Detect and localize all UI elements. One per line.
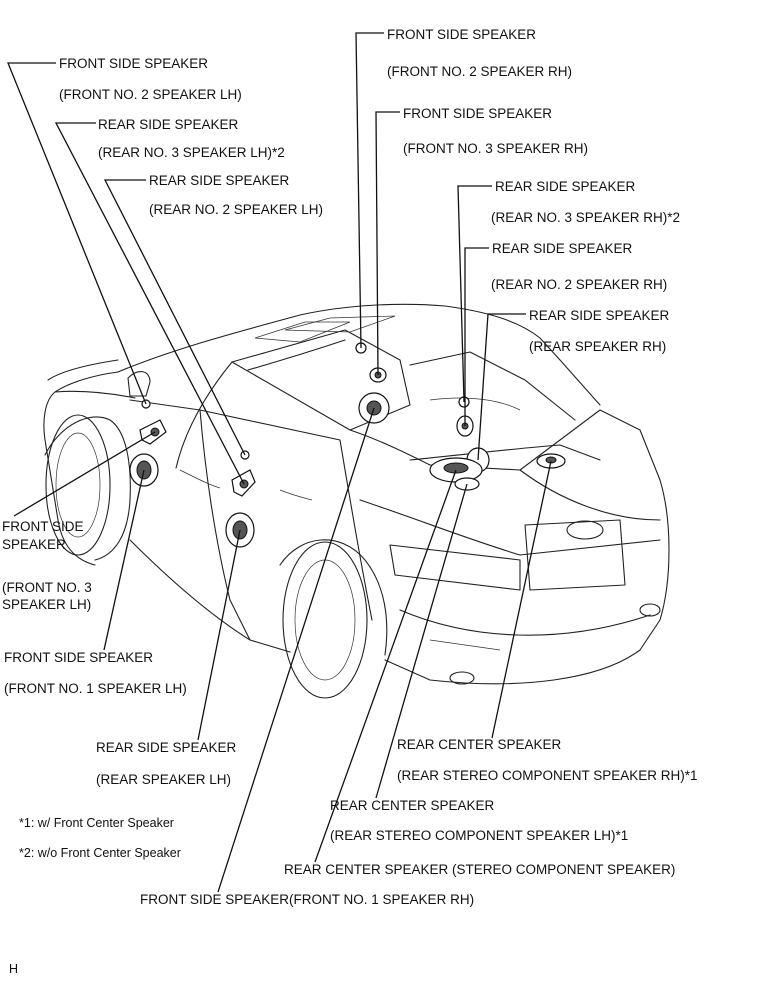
label-rear-center-rh-title: REAR CENTER SPEAKER: [397, 737, 562, 752]
label-rear-side-lh2-title: REAR SIDE SPEAKER: [149, 173, 290, 188]
label-rear-side-rh-sub: (REAR SPEAKER RH): [529, 339, 666, 354]
leader-front-side-lh2: [7, 62, 147, 405]
label-rear-side-lh-title: REAR SIDE SPEAKER: [96, 740, 237, 755]
callout-labels: FRONT SIDE SPEAKER (FRONT NO. 2 SPEAKER …: [2, 27, 698, 976]
leader-rear-side-rh: [477, 313, 526, 461]
label-rear-center-lh-sub: (REAR STEREO COMPONENT SPEAKER LH)*1: [330, 828, 628, 843]
footnote-1: *1: w/ Front Center Speaker: [19, 816, 174, 830]
label-front-side-rh3-sub: (FRONT NO. 3 SPEAKER RH): [403, 141, 588, 156]
label-front-side-lh3-sub2: SPEAKER LH): [2, 597, 91, 612]
label-rear-side-lh-sub: (REAR SPEAKER LH): [96, 772, 231, 787]
label-rear-side-rh3-title: REAR SIDE SPEAKER: [495, 179, 636, 194]
leader-front-side-lh1: [103, 469, 145, 651]
label-front-side-rh2-title: FRONT SIDE SPEAKER: [387, 27, 536, 42]
label-rear-side-lh3-sub: (REAR NO. 3 SPEAKER LH)*2: [98, 145, 285, 160]
label-rear-center-title: REAR CENTER SPEAKER (STEREO COMPONENT SP…: [284, 862, 675, 877]
leader-lines: [7, 32, 552, 893]
leader-rear-center-rh: [491, 460, 552, 739]
leader-rear-center: [314, 469, 457, 863]
leader-rear-side-rh2: [464, 247, 489, 426]
speaker-front-no3-lh-icon: [139, 419, 167, 445]
label-front-side-lh3-title2: SPEAKER: [2, 537, 66, 552]
leader-rear-side-lh: [197, 529, 241, 741]
leader-front-side-rh2: [355, 32, 384, 349]
speaker-icons: [129, 342, 566, 548]
figure-code: H: [9, 962, 18, 976]
leader-front-side-lh3: [13, 431, 156, 517]
label-front-side-rh3-title: FRONT SIDE SPEAKER: [403, 106, 552, 121]
leader-front-side-rh1: [217, 407, 375, 893]
leader-front-side-rh3: [375, 111, 400, 376]
label-front-side-rh2-sub: (FRONT NO. 2 SPEAKER RH): [387, 64, 572, 79]
label-rear-side-rh3-sub: (REAR NO. 3 SPEAKER RH)*2: [491, 210, 680, 225]
label-front-side-lh3-sub1: (FRONT NO. 3: [2, 580, 92, 595]
leader-rear-side-lh3: [54, 122, 245, 485]
label-front-side-lh1-title: FRONT SIDE SPEAKER: [4, 650, 153, 665]
label-rear-center-lh-title: REAR CENTER SPEAKER: [330, 798, 495, 813]
label-front-side-lh1-sub: (FRONT NO. 1 SPEAKER LH): [4, 681, 187, 696]
label-rear-center-rh-sub: (REAR STEREO COMPONENT SPEAKER RH)*1: [397, 768, 698, 783]
label-rear-side-rh-title: REAR SIDE SPEAKER: [529, 308, 670, 323]
label-front-side-lh2-title: FRONT SIDE SPEAKER: [59, 56, 208, 71]
label-rear-side-rh2-sub: (REAR NO. 2 SPEAKER RH): [491, 277, 667, 292]
label-front-side-lh3-title1: FRONT SIDE: [2, 519, 84, 534]
label-front-side-rh1-title: FRONT SIDE SPEAKER(FRONT NO. 1 SPEAKER R…: [140, 892, 474, 907]
leader-rear-side-rh3: [457, 185, 492, 403]
label-rear-side-rh2-title: REAR SIDE SPEAKER: [492, 241, 633, 256]
leader-rear-side-lh2: [103, 179, 246, 456]
footnote-2: *2: w/o Front Center Speaker: [19, 846, 181, 860]
label-front-side-lh2-sub: (FRONT NO. 2 SPEAKER LH): [59, 87, 242, 102]
label-rear-side-lh3-title: REAR SIDE SPEAKER: [98, 117, 239, 132]
label-rear-side-lh2-sub: (REAR NO. 2 SPEAKER LH): [149, 202, 323, 217]
leader-rear-center-lh: [375, 483, 468, 799]
